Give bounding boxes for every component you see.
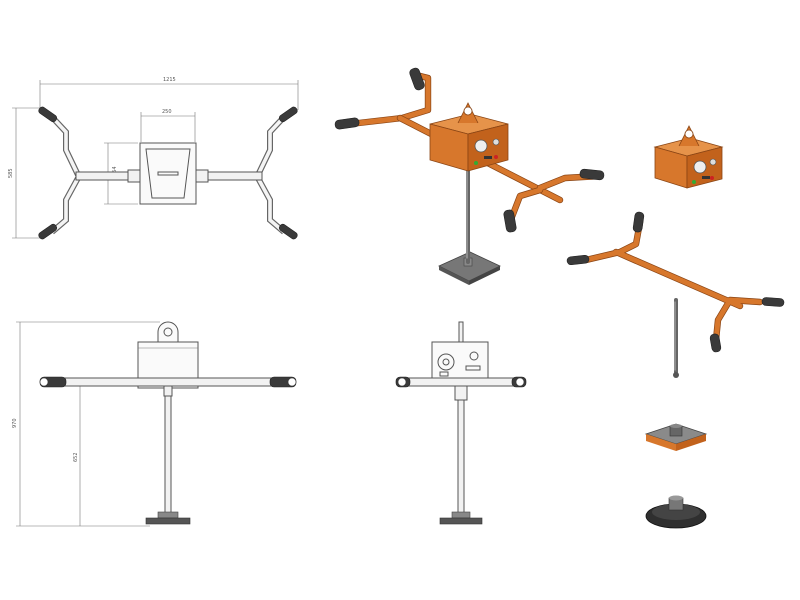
- front-view: 970 652: [12, 321, 297, 527]
- height-dimension-label: 585: [8, 168, 14, 178]
- box-height-dimension-label: 264: [112, 166, 118, 176]
- front-crossbar: [61, 377, 275, 387]
- box-width-dimension: 250: [140, 109, 196, 142]
- grip-bottom-left: [38, 223, 58, 240]
- post-height-dimension: 652: [73, 383, 160, 526]
- base-plate-square: [644, 423, 708, 451]
- total-height-dimension: 970: [12, 321, 160, 527]
- isometric-box-small: [653, 125, 724, 189]
- side-view: [395, 321, 527, 525]
- top-view: 1215 585 250 264: [8, 77, 299, 240]
- grip-top-right: [278, 106, 298, 123]
- base-plate-round: [645, 495, 707, 529]
- grip-bottom-right: [278, 223, 298, 240]
- height-dimension: 585: [8, 107, 40, 239]
- total-height-dimension-label: 970: [12, 418, 18, 428]
- width-dimension-label: 1215: [163, 77, 176, 83]
- box-width-dimension-label: 250: [162, 109, 172, 115]
- side-box: [431, 341, 489, 383]
- grip-iso-3: [579, 168, 605, 181]
- grip-top-left: [38, 106, 58, 123]
- isometric-handle-frame: [566, 211, 785, 378]
- grip-iso-1: [334, 117, 360, 130]
- grip-iso-4: [503, 209, 517, 233]
- top-box: [139, 142, 197, 205]
- isometric-view-large: [334, 67, 605, 285]
- width-dimension: 1215: [39, 77, 299, 110]
- grip-iso-2: [409, 67, 425, 91]
- post-height-dimension-label: 652: [73, 452, 79, 462]
